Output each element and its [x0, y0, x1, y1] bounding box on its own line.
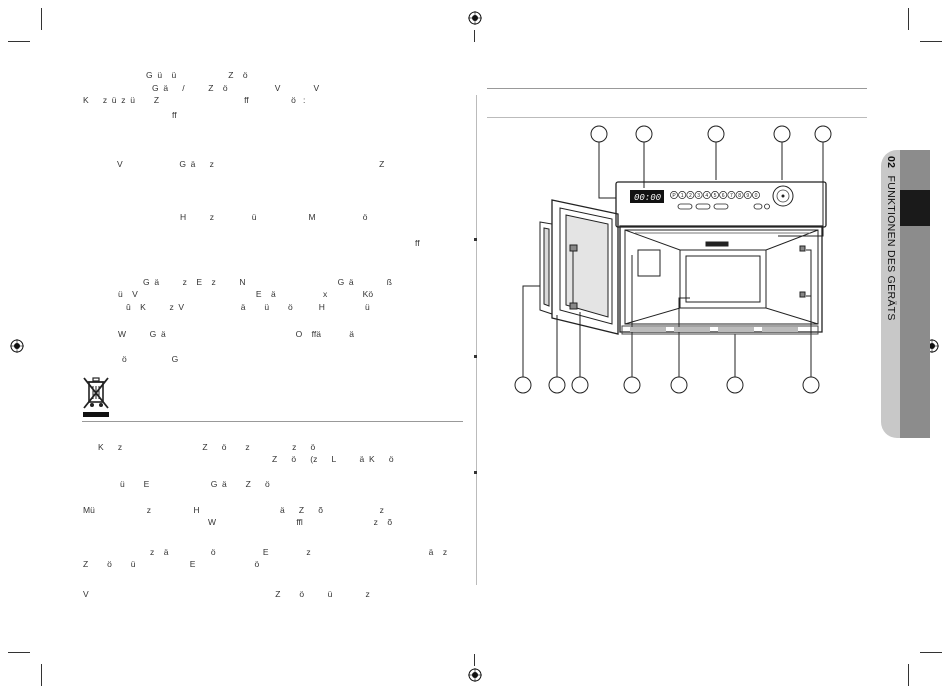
keypad-button-label: 5: [714, 193, 717, 199]
keypad-button-icon: [711, 191, 719, 199]
text-fragment: Z ö (z L ä K ö: [272, 454, 394, 464]
keypad-button-label: 6: [722, 193, 725, 199]
keypad-button-icon: [694, 191, 703, 199]
divider-tick: [474, 471, 477, 474]
text-fragment: K z ü z ü Z ff ö :: [83, 95, 306, 105]
start-button-icon: [764, 203, 770, 210]
callout-circle: [623, 376, 641, 394]
text-fragment: G ä z E z N G ä ß: [143, 277, 392, 287]
callout-circle: [670, 376, 688, 394]
crop-mark: [8, 652, 30, 653]
function-button-icon: [677, 203, 693, 210]
keypad-button-icon: [670, 191, 678, 199]
keypad-button-label: 9: [746, 193, 749, 199]
callout-circle: [590, 125, 608, 143]
keypad-button-icon: [752, 191, 760, 199]
led-display: [630, 190, 664, 203]
keypad-button-icon: [678, 191, 687, 199]
callout-circle: [814, 125, 832, 143]
divider-tick: [474, 238, 477, 241]
text-fragment: G ü ü Z ö: [146, 70, 248, 80]
crop-mark: [474, 30, 475, 42]
callout-circle: [707, 125, 725, 143]
crop-mark: [920, 652, 942, 653]
stop-button-icon: [753, 203, 763, 210]
keypad-button-label: 4: [705, 193, 708, 199]
text-fragment: Z ö ü E ö: [83, 559, 260, 569]
text-fragment: û K z V ä ü ö H ü: [126, 302, 370, 312]
callout-circle: [726, 376, 744, 394]
text-fragment: ö G: [122, 354, 179, 364]
callout-circle: [802, 376, 820, 394]
text-fragment: z ä ö E z ä z: [150, 547, 448, 557]
side-tab-marker: [900, 190, 930, 226]
text-fragment: K z Z ö z z ö: [98, 442, 316, 452]
text-fragment: ff: [415, 238, 420, 248]
crop-mark: [474, 654, 475, 666]
text-fragment: V Z ö ü z: [83, 589, 370, 599]
text-fragment: ff: [172, 110, 177, 120]
crop-mark: [920, 41, 942, 42]
crossed-out-bin-icon: [83, 377, 109, 417]
selection-dial-icon: [772, 185, 794, 207]
crop-mark: [908, 664, 909, 686]
callout-circle: [635, 125, 653, 143]
section-number: 02: [885, 156, 897, 169]
callout-circle: [514, 376, 532, 394]
header-rule-top: [487, 88, 867, 89]
text-fragment: H z ü M ö: [180, 212, 368, 222]
keypad-button-icon: [743, 191, 752, 199]
keypad-button-label: 1: [681, 193, 684, 199]
keypad-button-icon: [686, 191, 695, 199]
column-divider: [476, 95, 477, 585]
text-fragment: W ffl z õ: [208, 517, 393, 527]
header-rule-bottom: [487, 117, 867, 118]
keypad-button-label: 2: [689, 193, 692, 199]
callout-circle: [773, 125, 791, 143]
display-time: 00:00: [634, 193, 662, 203]
keypad-button-icon: [719, 191, 728, 199]
text-fragment: Mü z H ä Z õ z: [83, 505, 384, 515]
keypad-button-label: 3: [697, 193, 700, 199]
section-tab-label: 02 FUNKTIONEN DES GERÄTS: [883, 156, 897, 356]
keypad-button-icon: [727, 191, 736, 199]
crop-mark: [41, 664, 42, 686]
callout-circle: [571, 376, 589, 394]
divider-tick: [474, 355, 477, 358]
section-title: FUNKTIONEN DES GERÄTS: [885, 175, 897, 321]
crop-mark: [8, 41, 30, 42]
section-separator: [82, 421, 463, 422]
registration-mark-icon: [468, 668, 482, 682]
text-fragment: ü E G ä Z ö: [120, 479, 270, 489]
crop-mark: [41, 8, 42, 30]
crop-mark: [908, 8, 909, 30]
text-fragment: W G ä O ffä ä: [118, 329, 355, 339]
text-fragment: G ä / Z ö V V: [152, 83, 320, 93]
registration-mark-icon: [10, 339, 24, 353]
keypad-button-icon: [735, 191, 744, 199]
keypad-button-label: 0: [755, 193, 758, 199]
function-button-icon: [695, 203, 711, 210]
keypad-button-label: 8: [738, 193, 741, 199]
text-fragment: V G ä z Z: [117, 159, 385, 169]
callout-circle: [548, 376, 566, 394]
function-button-icon: [713, 203, 729, 210]
keypad-button-label: P: [672, 193, 676, 199]
text-fragment: ü V E ä x Kö: [118, 289, 374, 299]
registration-mark-icon: [468, 11, 482, 25]
keypad-button-icon: [702, 191, 711, 199]
keypad-button-label: 7: [730, 193, 733, 199]
